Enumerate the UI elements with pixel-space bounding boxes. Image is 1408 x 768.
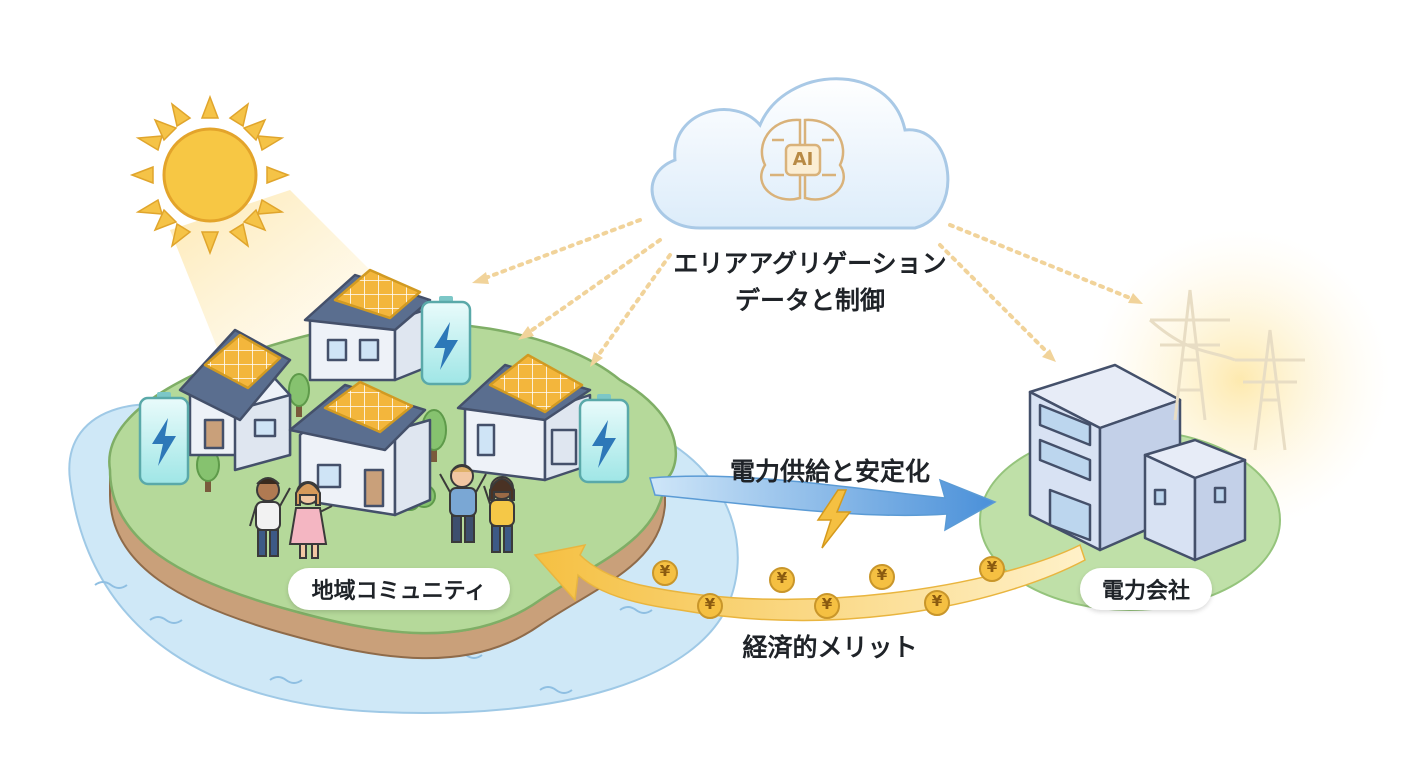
coin-icons bbox=[652, 556, 1005, 619]
coin-symbol: ¥ bbox=[986, 558, 998, 576]
community-label: 地域コミュニティ bbox=[288, 568, 510, 610]
ai-brain-icon bbox=[760, 118, 845, 201]
person-icon bbox=[439, 464, 487, 543]
lightning-icon bbox=[816, 489, 852, 549]
house-icon bbox=[178, 328, 292, 472]
coin-symbol: ¥ bbox=[876, 566, 888, 584]
coin-symbol: ¥ bbox=[659, 562, 671, 580]
arrowhead-icon bbox=[472, 272, 1143, 367]
house-icon bbox=[456, 353, 592, 482]
tree-icon bbox=[288, 373, 310, 417]
control-arrows bbox=[478, 218, 1137, 362]
coin-symbol: ¥ bbox=[931, 592, 943, 610]
solar-panel bbox=[333, 268, 422, 320]
battery-icon bbox=[578, 394, 630, 484]
solar-panel bbox=[323, 380, 414, 434]
utility-label: 電力会社 bbox=[1080, 568, 1212, 610]
cloud-label-line1: エリアアグリゲーション bbox=[673, 249, 947, 278]
house-icon bbox=[303, 268, 432, 382]
coin-symbol: ¥ bbox=[704, 595, 716, 613]
cloud-label-line2: データと制御 bbox=[734, 286, 885, 315]
battery-icon bbox=[138, 392, 190, 486]
supply-arrow bbox=[649, 475, 997, 532]
coin-symbol: ¥ bbox=[776, 569, 788, 587]
coin-symbol: ¥ bbox=[821, 595, 833, 613]
ai-badge: AI bbox=[792, 149, 814, 170]
house-icon bbox=[288, 380, 432, 517]
utility-building-icon bbox=[1028, 363, 1247, 562]
benefit-flow-label: 経済的メリット bbox=[742, 633, 918, 662]
person-icon bbox=[249, 477, 291, 557]
water-waves bbox=[94, 581, 653, 694]
solar-panel bbox=[488, 353, 584, 414]
solar-panel bbox=[203, 333, 282, 390]
sun-icon bbox=[129, 94, 291, 256]
person-icon bbox=[288, 481, 333, 559]
supply-flow-label: 電力供給と安定化 bbox=[729, 457, 930, 486]
person-icon bbox=[483, 476, 515, 553]
battery-icon bbox=[420, 296, 472, 386]
power-tower-icon bbox=[1149, 289, 1305, 451]
